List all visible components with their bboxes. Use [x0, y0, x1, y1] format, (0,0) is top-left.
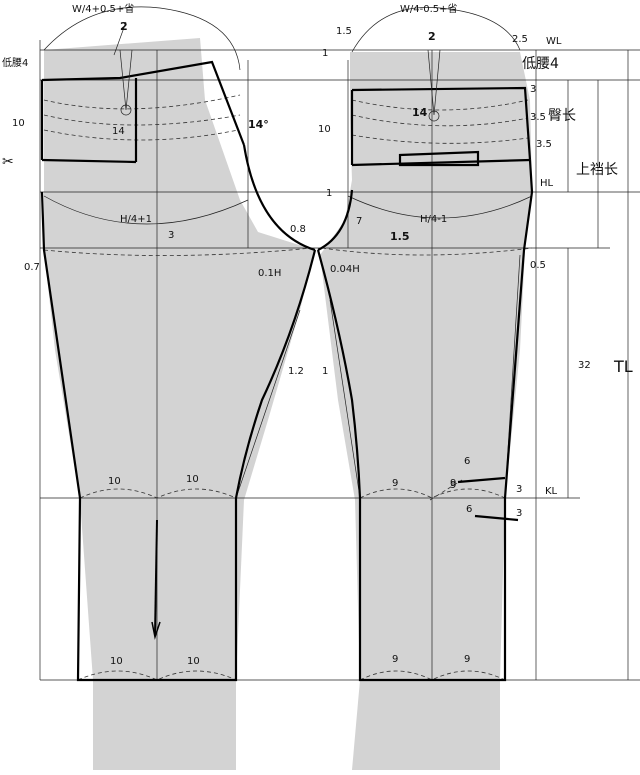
dim-2-5: 2.5: [512, 34, 528, 45]
dim-3-right: 3: [530, 84, 536, 95]
dim-14-left: 14: [112, 126, 125, 137]
dim-14-right: 14: [412, 106, 428, 119]
knee-front-b: 10: [186, 474, 199, 485]
dim-6-b: 6: [466, 504, 472, 515]
dim-0-8: 0.8: [290, 224, 306, 235]
scissors-icon: ✂: [2, 154, 14, 170]
low-waist-left: 低腰4: [2, 56, 28, 69]
hem-front-b: 10: [187, 656, 200, 667]
back-waist-formula: W/4-0.5+省: [400, 2, 458, 15]
dim-2-right: 2: [428, 30, 436, 43]
dim-3-5-a: 3.5: [530, 112, 546, 123]
dim-3-hip: 3: [168, 230, 174, 241]
dim-3-knee-b: 3: [516, 508, 522, 519]
dim-2-left: 2: [120, 20, 128, 33]
knee-9: 9: [450, 480, 456, 491]
dim-1-mid: 1: [326, 188, 332, 199]
low-waist-right: 低腰4: [522, 56, 559, 72]
back-crotch-label: 0.04H: [330, 264, 360, 275]
dim-10-left: 10: [12, 118, 25, 129]
hem-back-a: 9: [392, 654, 398, 665]
front-waist-formula: W/4+0.5+省: [72, 2, 134, 15]
dim-1-5-hip: 1.5: [390, 230, 410, 243]
dart-point-back-icon: [428, 110, 440, 122]
darts: [113, 21, 441, 122]
hl-label: HL: [540, 178, 554, 189]
knee-length-label: 32: [578, 360, 591, 371]
hem-front-a: 10: [110, 656, 123, 667]
dart-point-front-icon: [120, 104, 132, 116]
dim-7: 7: [356, 216, 362, 227]
front-base-block: [44, 38, 315, 770]
dim-10-right: 10: [318, 124, 331, 135]
front-crotch-label: 0.1H: [258, 268, 281, 279]
dim-6-a: 6: [464, 456, 470, 467]
dim-1-top: 1: [322, 48, 328, 59]
front-hip-formula: H/4+1: [120, 214, 152, 225]
construction-lines: [39, 6, 640, 681]
knee-front-a: 10: [108, 476, 121, 487]
back-hip-formula: H/4-1: [420, 214, 447, 225]
dim-3-knee-a: 3: [516, 484, 522, 495]
front-pattern-outline: [40, 60, 317, 682]
knee-back-b: 9: [450, 478, 456, 489]
dim-1-5-top: 1.5: [336, 26, 352, 37]
dim-0-7: 0.7: [24, 262, 40, 273]
dim-1-2: 1.2: [288, 366, 304, 377]
dim-3-5-b: 3.5: [536, 139, 552, 150]
back-pattern-outline: [316, 86, 534, 682]
hem-back-b: 9: [464, 654, 470, 665]
tl-label: TL: [613, 357, 633, 376]
dim-0-5: 0.5: [530, 260, 546, 271]
hip-length-label: 臀长: [548, 108, 576, 124]
dim-1-leg: 1: [322, 366, 328, 377]
grainline-arrow-icon: [151, 519, 161, 640]
dim-14-degree: 14°: [248, 118, 269, 131]
wl-label: WL: [546, 36, 562, 47]
back-base-block: [320, 52, 532, 770]
kl-label: KL: [545, 486, 558, 497]
knee-back-a: 9: [392, 478, 398, 489]
rise-length-label: 上裆长: [576, 162, 618, 178]
